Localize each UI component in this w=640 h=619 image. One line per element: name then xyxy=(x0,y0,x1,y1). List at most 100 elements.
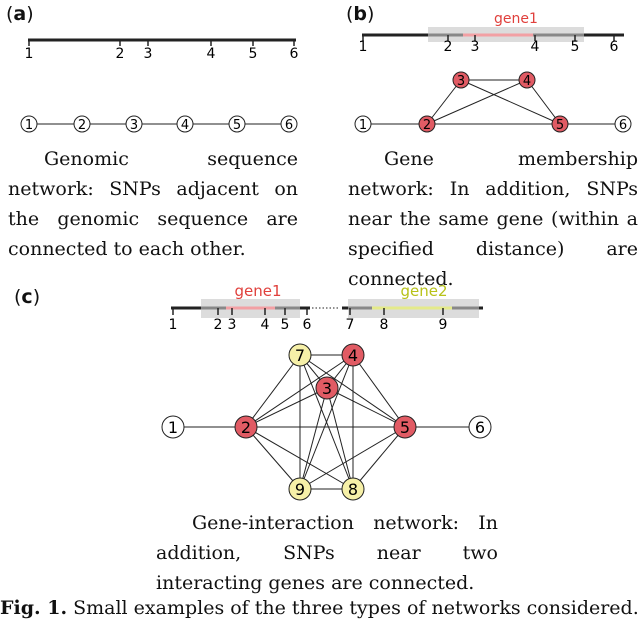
svg-text:6: 6 xyxy=(290,46,299,62)
svg-text:4: 4 xyxy=(523,74,531,89)
node-c-7: 7 xyxy=(288,343,312,367)
svg-text:2: 2 xyxy=(78,118,86,133)
node-b-5: 5 xyxy=(551,115,569,133)
svg-text:6: 6 xyxy=(475,418,485,437)
node-c-3: 3 xyxy=(315,376,339,400)
gene2-label-c: gene2 xyxy=(400,282,447,300)
tick-b-6: 6 xyxy=(610,35,619,55)
svg-text:3: 3 xyxy=(471,39,480,55)
tick-c-3: 3 xyxy=(228,308,237,333)
tick-a-3: 3 xyxy=(144,40,153,62)
svg-text:2: 2 xyxy=(444,39,453,55)
svg-text:6: 6 xyxy=(303,317,312,333)
tick-c-7: 7 xyxy=(346,308,355,333)
svg-text:3: 3 xyxy=(144,46,153,62)
tick-a-1: 1 xyxy=(25,40,34,62)
caption-c: Gene-interaction network: In addition, S… xyxy=(156,512,498,594)
svg-text:4: 4 xyxy=(348,346,358,365)
edges-c xyxy=(173,354,480,490)
tick-c-2: 2 xyxy=(214,308,223,333)
svg-text:6: 6 xyxy=(619,118,627,133)
svg-text:1: 1 xyxy=(25,46,34,62)
svg-text:2: 2 xyxy=(423,118,431,133)
tick-b-3: 3 xyxy=(471,35,480,55)
svg-text:4: 4 xyxy=(261,317,270,333)
tick-c-9: 9 xyxy=(439,308,448,333)
node-a-5: 5 xyxy=(228,115,246,133)
svg-text:7: 7 xyxy=(295,346,305,365)
figure-caption: Fig. 1. Small examples of the three type… xyxy=(0,597,639,619)
svg-text:1: 1 xyxy=(25,118,33,133)
node-c-9: 9 xyxy=(288,477,312,501)
node-b-1: 1 xyxy=(354,115,372,133)
tick-a-5: 5 xyxy=(249,40,258,62)
tick-c-4: 4 xyxy=(261,308,270,333)
edges-b xyxy=(363,79,623,125)
svg-text:9: 9 xyxy=(295,480,305,499)
svg-text:4: 4 xyxy=(531,39,540,55)
node-b-6: 6 xyxy=(614,115,632,133)
svg-text:1: 1 xyxy=(359,39,368,55)
tick-b-1: 1 xyxy=(359,35,368,55)
tick-c-1: 1 xyxy=(169,308,178,333)
svg-text:1: 1 xyxy=(359,118,367,133)
tick-b-4: 4 xyxy=(531,35,540,55)
node-b-4: 4 xyxy=(518,71,536,89)
tick-b-2: 2 xyxy=(444,35,453,55)
svg-text:5: 5 xyxy=(233,118,241,133)
gene1-label-c: gene1 xyxy=(234,282,281,300)
node-c-4: 4 xyxy=(341,343,365,367)
tick-b-5: 5 xyxy=(571,35,580,55)
svg-text:3: 3 xyxy=(228,317,237,333)
svg-text:2: 2 xyxy=(214,317,223,333)
svg-text:8: 8 xyxy=(348,480,358,499)
svg-text:5: 5 xyxy=(249,46,258,62)
svg-text:2: 2 xyxy=(241,418,251,437)
node-c-8: 8 xyxy=(341,477,365,501)
panel-c-label: (c) xyxy=(14,286,41,308)
node-b-2: 2 xyxy=(418,115,436,133)
svg-text:1: 1 xyxy=(168,418,178,437)
panel-a-label: (a) xyxy=(6,3,34,25)
svg-text:1: 1 xyxy=(169,317,178,333)
tick-a-6: 6 xyxy=(290,40,299,62)
svg-text:5: 5 xyxy=(400,418,410,437)
svg-text:3: 3 xyxy=(322,379,332,398)
node-a-4: 4 xyxy=(176,115,194,133)
node-a-2: 2 xyxy=(73,115,91,133)
svg-text:5: 5 xyxy=(556,118,564,133)
tick-c-8: 8 xyxy=(380,308,389,333)
svg-text:3: 3 xyxy=(457,74,465,89)
caption-a: Genomic sequence network: SNPs adjacent … xyxy=(8,148,298,260)
svg-text:7: 7 xyxy=(346,317,355,333)
svg-text:4: 4 xyxy=(181,118,189,133)
svg-text:8: 8 xyxy=(380,317,389,333)
svg-text:5: 5 xyxy=(571,39,580,55)
caption-b: Gene membership network: In addition, SN… xyxy=(348,148,638,290)
svg-text:6: 6 xyxy=(610,39,619,55)
panel-b-diagram: gene1 1 2 3 4 5 6 1 2 3 4 5 6 xyxy=(354,11,632,133)
svg-text:2: 2 xyxy=(116,46,125,62)
node-c-1: 1 xyxy=(161,415,185,439)
svg-text:9: 9 xyxy=(439,317,448,333)
node-a-3: 3 xyxy=(125,115,143,133)
svg-text:3: 3 xyxy=(130,118,138,133)
tick-c-6: 6 xyxy=(303,308,312,333)
gene1-label-b: gene1 xyxy=(494,11,538,27)
panel-c-diagram: gene1 gene2 1 2 3 4 5 6 7 8 9 xyxy=(161,282,492,501)
svg-text:5: 5 xyxy=(281,317,290,333)
node-b-3: 3 xyxy=(452,71,470,89)
node-a-6: 6 xyxy=(280,115,298,133)
svg-text:6: 6 xyxy=(285,118,293,133)
panel-b-label: (b) xyxy=(346,3,375,25)
node-c-2: 2 xyxy=(234,415,258,439)
tick-a-4: 4 xyxy=(207,40,216,62)
tick-c-5: 5 xyxy=(281,308,290,333)
tick-a-2: 2 xyxy=(116,40,125,62)
svg-text:4: 4 xyxy=(207,46,216,62)
node-c-5: 5 xyxy=(393,415,417,439)
panel-a-diagram: 1 2 3 4 5 6 1 2 3 4 5 6 xyxy=(20,38,299,133)
node-a-1: 1 xyxy=(20,115,38,133)
node-c-6: 6 xyxy=(468,415,492,439)
